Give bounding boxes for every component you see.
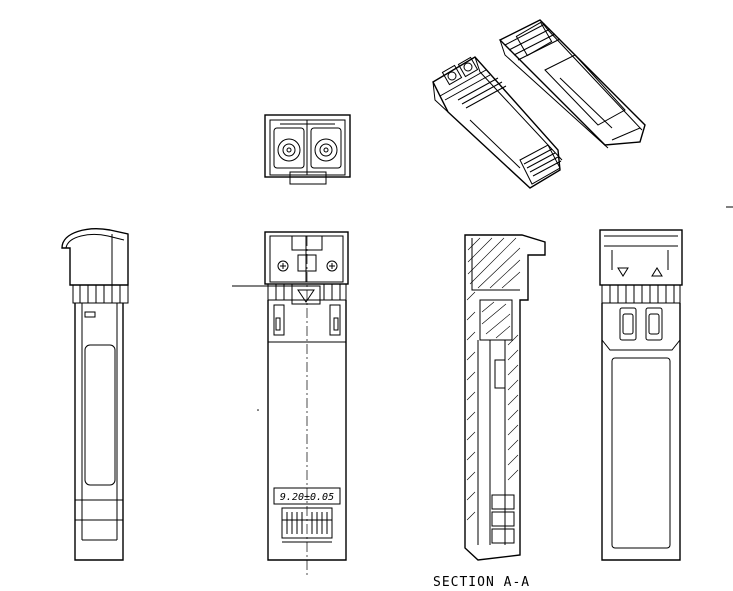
top-view: 9.20±0.05	[232, 231, 349, 575]
side-view	[61, 228, 129, 561]
bottom-view	[599, 229, 683, 561]
section-a-a-view: SECTION A-A	[433, 234, 546, 590]
dot-mark	[257, 409, 259, 411]
isometric-view	[432, 19, 646, 189]
section-label: SECTION A-A	[433, 575, 530, 590]
front-end-view	[264, 114, 351, 185]
